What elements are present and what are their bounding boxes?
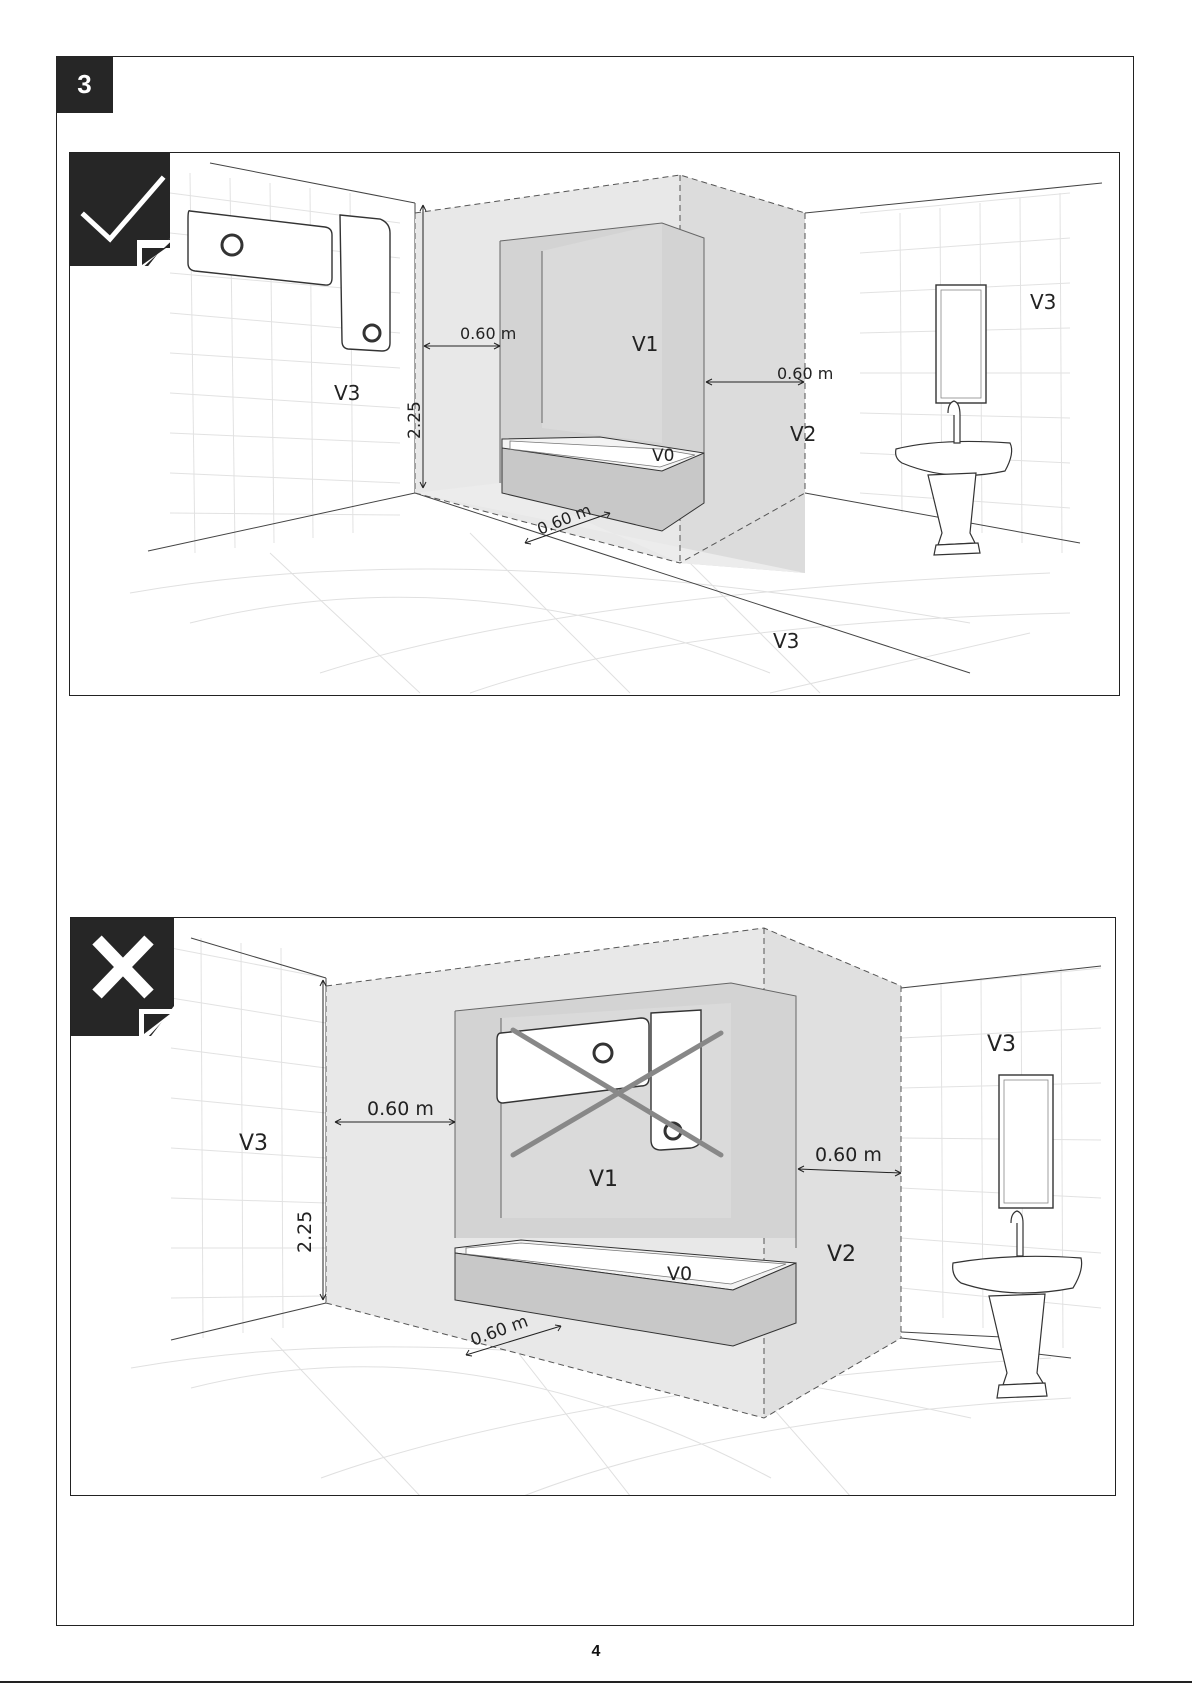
distance-label-left: 0.60 m	[367, 1098, 434, 1120]
height-label: 2.25	[294, 1211, 316, 1253]
correct-bathroom-diagram: V3 V1 V0 V2 V3 V3 0.60 m 0.60 m 0.60 m 2…	[70, 153, 1120, 696]
zone-v1-label: V1	[589, 1167, 618, 1192]
zone-v3-label-floor: V3	[773, 629, 799, 653]
zone-v3-label-right: V3	[1030, 290, 1056, 314]
correct-installation-panel: V3 V1 V0 V2 V3 V3 0.60 m 0.60 m 0.60 m 2…	[69, 152, 1120, 696]
zone-v1-label: V1	[632, 332, 658, 356]
incorrect-installation-panel: V3 V1 V0 V2 V3 0.60 m 0.60 m 0.60 m 2.25	[70, 917, 1116, 1496]
incorrect-badge	[71, 918, 174, 1038]
bottom-rule	[0, 1681, 1192, 1683]
zone-v2-label: V2	[790, 422, 816, 446]
zone-v0-label: V0	[667, 1263, 692, 1285]
zone-v3-label-left: V3	[334, 381, 360, 405]
zone-v0-label: V0	[652, 446, 674, 466]
incorrect-bathroom-diagram: V3 V1 V0 V2 V3 0.60 m 0.60 m 0.60 m 2.25	[71, 918, 1116, 1496]
distance-label-right: 0.60 m	[815, 1144, 882, 1166]
distance-label-right: 0.60 m	[777, 364, 833, 383]
page-number: 4	[0, 1643, 1192, 1661]
mirror	[936, 285, 986, 403]
mirror	[999, 1075, 1053, 1208]
zone-v3-label-right: V3	[987, 1032, 1016, 1057]
step-number-badge: 3	[56, 56, 113, 113]
floor-tiles-texture	[130, 533, 1070, 693]
height-label: 2.25	[405, 401, 425, 439]
vertical-water-heater	[340, 215, 390, 351]
distance-label-left: 0.60 m	[460, 324, 516, 343]
zone-v2-label: V2	[827, 1242, 856, 1267]
correct-badge	[70, 153, 170, 267]
zone-v3-label-left: V3	[239, 1131, 268, 1156]
sink	[896, 401, 1012, 555]
